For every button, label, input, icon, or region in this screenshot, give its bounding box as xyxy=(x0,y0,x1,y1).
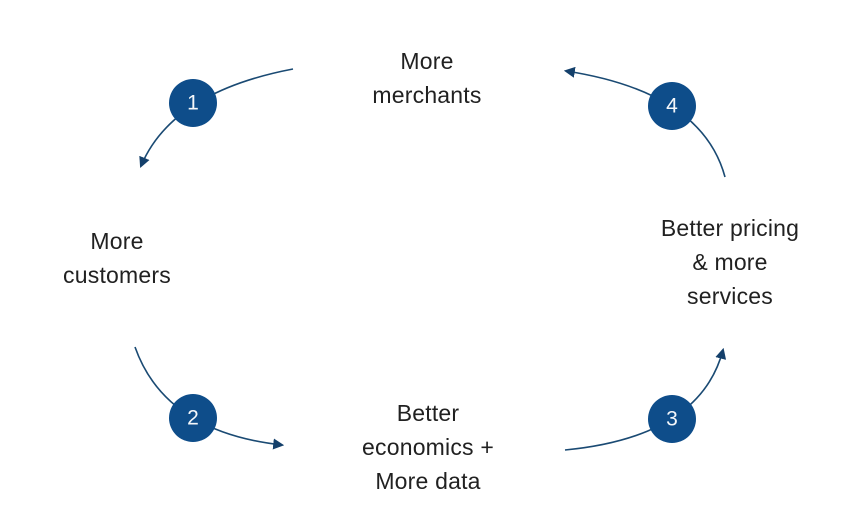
step-badge-2: 2 xyxy=(169,394,217,442)
step-badge-4: 4 xyxy=(648,82,696,130)
step-badge-3: 3 xyxy=(648,395,696,443)
arrow-step-3 xyxy=(564,347,727,451)
arrow-step-1 xyxy=(139,68,294,169)
node-label-better-pricing: Better pricing & more services xyxy=(660,215,800,309)
step-number-1: 1 xyxy=(187,92,199,115)
step-number-4: 4 xyxy=(666,95,678,118)
step-number-3: 3 xyxy=(666,408,678,431)
node-label-more-customers: More customers xyxy=(63,228,171,288)
node-label-more-merchants: More merchants xyxy=(372,48,482,108)
arrow-step-4 xyxy=(563,66,726,178)
step-badge-1: 1 xyxy=(169,79,217,127)
step-number-2: 2 xyxy=(187,407,199,430)
node-label-better-economics: Better economics + More data xyxy=(362,400,494,494)
